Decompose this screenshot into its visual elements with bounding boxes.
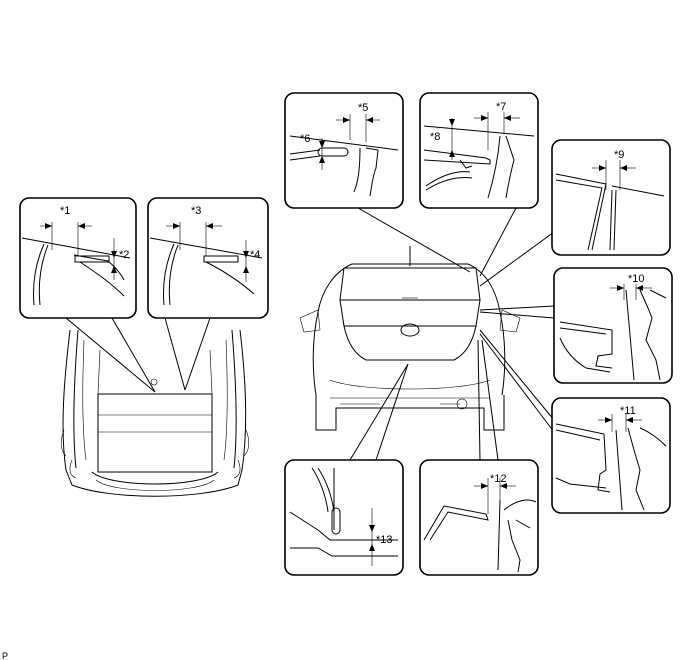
inset-10: *10 [553, 267, 673, 384]
inset-7-8: *7 *8 [419, 92, 539, 209]
vehicle-top-view [60, 329, 250, 497]
vehicle-rear-view [299, 246, 521, 431]
callout-7: *7 [496, 101, 506, 113]
callout-3: *3 [191, 205, 201, 217]
callout-11: *11 [620, 405, 636, 417]
callout-2: *2 [119, 249, 129, 261]
inset-13: *13 [284, 459, 404, 576]
callout-12: *12 [490, 473, 507, 485]
inset-11: *11 [551, 397, 671, 514]
callout-4: *4 [250, 249, 260, 261]
callout-8: *8 [430, 131, 440, 143]
callout-13: *13 [376, 534, 393, 546]
inset-5-6: *5 *6 [284, 92, 404, 209]
callout-9: *9 [614, 149, 624, 161]
inset-3-4: *3 *4 [147, 197, 269, 319]
inset-9: *9 [551, 139, 671, 256]
callout-10: *10 [628, 273, 645, 285]
callout-5: *5 [358, 102, 368, 114]
inset-12: *12 [419, 459, 539, 576]
callout-6: *6 [300, 133, 310, 145]
inset-1-2: *1 *2 [19, 197, 137, 319]
page-code: P [2, 651, 8, 660]
callout-1: *1 [60, 205, 70, 217]
